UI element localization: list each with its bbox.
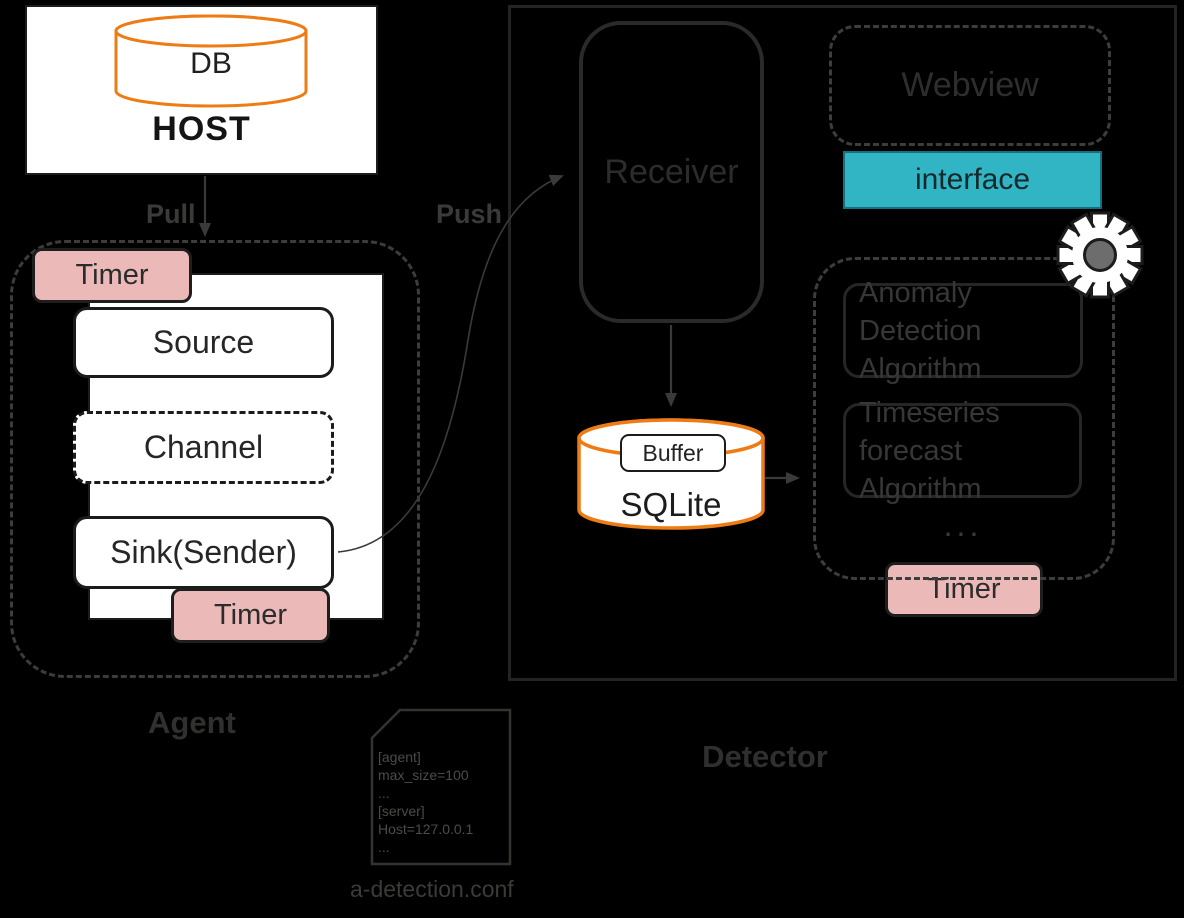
buffer-box: Buffer xyxy=(620,434,726,472)
detector-label: Detector xyxy=(702,739,828,774)
agent-label: Agent xyxy=(148,705,236,740)
config-line: ... xyxy=(378,839,390,855)
config-line: max_size=100 xyxy=(378,767,469,783)
timer-badge-algorithms: Timer xyxy=(885,562,1043,617)
sqlite-label: SQLite xyxy=(620,486,722,523)
buffer-label: Buffer xyxy=(642,439,704,466)
channel-label: Channel xyxy=(143,429,264,465)
algorithms-ellipsis: ... xyxy=(943,506,983,543)
config-line: ... xyxy=(378,785,390,801)
webview-box: Webview xyxy=(829,25,1111,146)
config-file-icon xyxy=(370,708,512,866)
gear-icon xyxy=(1056,211,1144,299)
timer-badge-sink: Timer xyxy=(171,588,330,643)
config-line: [server] xyxy=(378,803,425,819)
interface-bar: interface xyxy=(843,151,1102,209)
source-box: Source xyxy=(73,307,334,378)
db-cylinder-icon xyxy=(114,14,308,108)
timeseries-algorithm-label: Timeseries forecast Algorithm xyxy=(859,396,1000,505)
algorithms-group xyxy=(813,257,1115,580)
config-file-caption: a-detection.conf xyxy=(350,876,514,902)
sink-label: Sink(Sender) xyxy=(110,534,297,570)
config-line: [agent] xyxy=(378,749,421,765)
timer-badge-source: Timer xyxy=(32,248,192,303)
receiver-label: Receiver xyxy=(604,152,739,191)
timeseries-algorithm-box: Timeseries forecast Algorithm xyxy=(843,397,1082,505)
timer-label: Timer xyxy=(75,259,149,291)
receiver-box: Receiver xyxy=(579,21,764,323)
db-label: DB xyxy=(190,47,232,80)
push-arrow-label: Push xyxy=(436,199,503,229)
config-line: Host=127.0.0.1 xyxy=(378,821,474,837)
channel-box: Channel xyxy=(73,411,334,484)
source-label: Source xyxy=(152,324,255,360)
host-title: HOST xyxy=(152,110,251,148)
anomaly-algorithm-box: Anomaly Detection Algorithm xyxy=(843,277,1083,385)
timer-label: Timer xyxy=(213,599,288,631)
config-file-text: [agent] max_size=100 ... [server] Host=1… xyxy=(378,748,473,856)
interface-label: interface xyxy=(914,163,1031,196)
webview-label: Webview xyxy=(901,66,1039,104)
sink-box: Sink(Sender) xyxy=(73,516,334,589)
pull-arrow-label: Pull xyxy=(146,199,196,229)
anomaly-algorithm-label: Anomaly Detection Algorithm xyxy=(859,276,982,385)
